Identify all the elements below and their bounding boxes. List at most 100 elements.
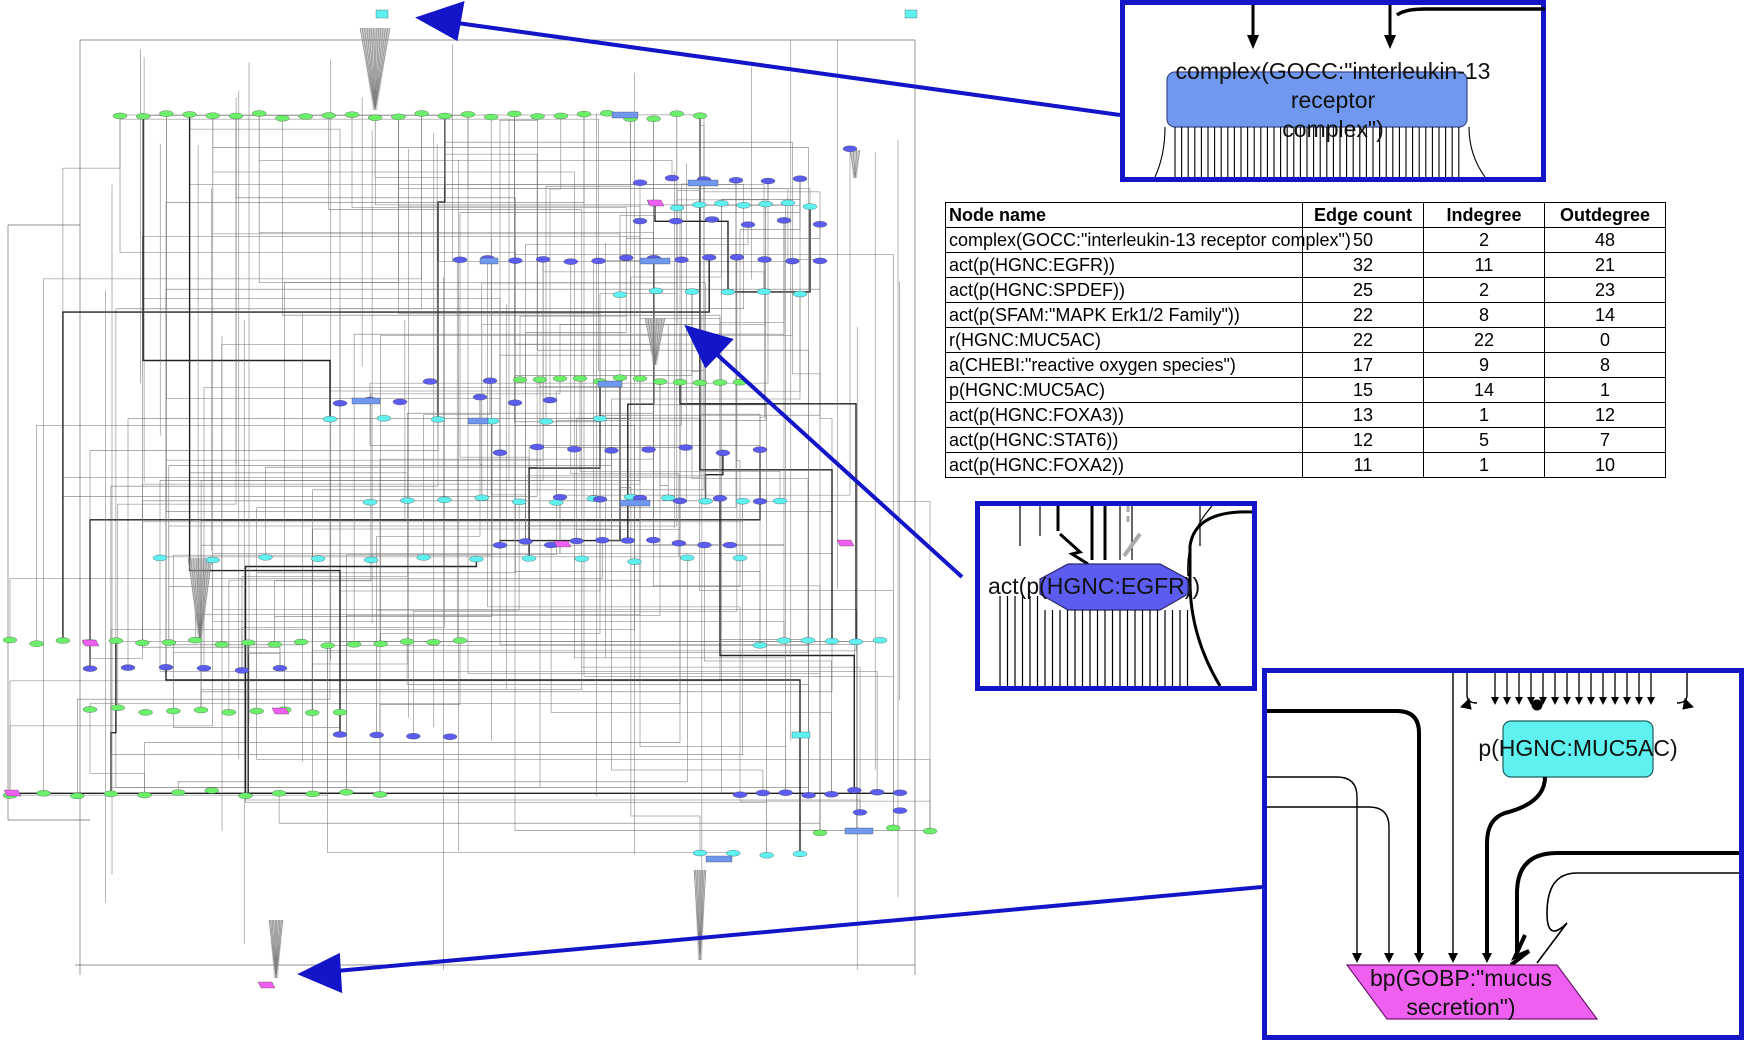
graph-node — [188, 636, 203, 644]
graph-node — [204, 787, 219, 794]
muc5ac-node-label: p(HGNC:MUC5AC) — [1478, 735, 1678, 761]
graph-node — [521, 555, 537, 562]
graph-node — [752, 446, 768, 453]
graph-edge — [212, 497, 561, 560]
graph-node — [732, 791, 748, 798]
graph-node — [672, 379, 688, 386]
egfr-out-edge — [1188, 510, 1253, 687]
muc5ac-in-arrowhead — [1682, 697, 1695, 710]
graph-edge — [168, 113, 678, 643]
graph-node — [611, 111, 639, 119]
graph-node — [369, 731, 384, 739]
graph-node — [692, 112, 708, 119]
mucus-in-edge — [1536, 872, 1739, 964]
graph-node — [228, 112, 244, 120]
graph-node — [332, 731, 348, 738]
graph-edge — [110, 640, 117, 794]
mucus-in-edge — [1267, 776, 1358, 955]
complex-out-edge — [1154, 126, 1166, 178]
graph-edge — [739, 794, 931, 832]
graph-edge — [203, 115, 701, 669]
graph-node — [922, 827, 938, 835]
graph-node — [652, 378, 668, 385]
graph-edge — [598, 260, 706, 502]
graph-node — [267, 641, 282, 648]
graph-node — [732, 379, 748, 386]
graph-node — [697, 541, 712, 549]
graph-edge — [369, 181, 769, 401]
table-row: complex(GOCC:"interleukin-13 receptor co… — [945, 227, 1666, 253]
graph-edge — [727, 206, 811, 293]
graph-funnel — [694, 870, 706, 960]
graph-node — [362, 499, 378, 506]
graph-edge — [212, 560, 785, 641]
graph-node — [752, 498, 768, 505]
graph-node — [311, 555, 326, 562]
graph-edge — [168, 450, 612, 643]
graph-node — [672, 497, 688, 505]
graph-node — [674, 256, 689, 263]
graph-edge — [62, 115, 701, 641]
muc5ac-in-edge — [1676, 673, 1688, 704]
header-indegree: Indegree — [1423, 202, 1545, 228]
graph-edge — [619, 203, 656, 295]
cell-outdegree: 7 — [1544, 427, 1666, 453]
cell-node-name: act(p(HGNC:EGFR)) — [945, 252, 1303, 278]
graph-edge — [550, 545, 832, 795]
mucus-in-arrowhead — [1352, 953, 1362, 963]
graph-node — [322, 415, 338, 423]
graph-edge — [142, 182, 641, 643]
graph-node — [641, 446, 656, 453]
graph-edge — [165, 259, 544, 668]
graph-edge — [89, 709, 145, 795]
graph-edge — [247, 642, 281, 669]
graph-node — [756, 288, 772, 295]
graph-node — [238, 792, 253, 799]
graph-node — [252, 110, 267, 117]
graph-node — [530, 113, 545, 120]
cell-edge-count: 22 — [1302, 327, 1424, 353]
zoom-inset-complex: complex(GOCC:"interleukin-13 receptor co… — [1120, 0, 1546, 182]
graph-node — [363, 556, 379, 564]
graph-node — [135, 639, 150, 647]
muc5ac-in-arrowhead — [1515, 697, 1523, 705]
graph-node — [158, 664, 174, 671]
cell-node-name: r(HGNC:MUC5AC) — [945, 327, 1303, 353]
graph-node — [812, 221, 828, 228]
graph-node — [492, 542, 508, 549]
graph-edge — [173, 421, 493, 711]
muc5ac-in-arrowhead — [1647, 697, 1655, 705]
graph-node — [595, 537, 610, 544]
graph-node — [110, 704, 125, 711]
graph-node — [182, 111, 197, 118]
graph-node — [82, 706, 98, 713]
graph-node — [732, 554, 748, 562]
graph-node — [714, 200, 729, 207]
graph-node — [442, 733, 458, 740]
graph-edges — [7, 39, 931, 975]
graph-node — [479, 257, 499, 265]
graph-edge — [379, 640, 461, 795]
graph-node — [619, 499, 651, 507]
cell-indegree: 14 — [1423, 377, 1545, 403]
graph-node — [627, 558, 642, 565]
header-node-name: Node name — [945, 202, 1303, 228]
muc5ac-in-arrowhead — [1575, 697, 1583, 705]
graph-edge — [413, 257, 738, 737]
graph-node — [702, 254, 717, 261]
graph-node — [680, 554, 695, 561]
egfr-node-zoom — [1039, 563, 1189, 611]
graph-node — [792, 290, 808, 298]
muc5ac-to-mucus-edge — [1485, 776, 1547, 955]
graph-edge — [89, 382, 681, 710]
graph-node — [886, 824, 901, 832]
graph-node — [249, 707, 264, 715]
graph-node — [632, 375, 648, 382]
graph-node — [508, 257, 523, 264]
graph-node — [392, 398, 408, 406]
graph-nodes — [2, 9, 938, 989]
graph-edge — [200, 558, 583, 710]
